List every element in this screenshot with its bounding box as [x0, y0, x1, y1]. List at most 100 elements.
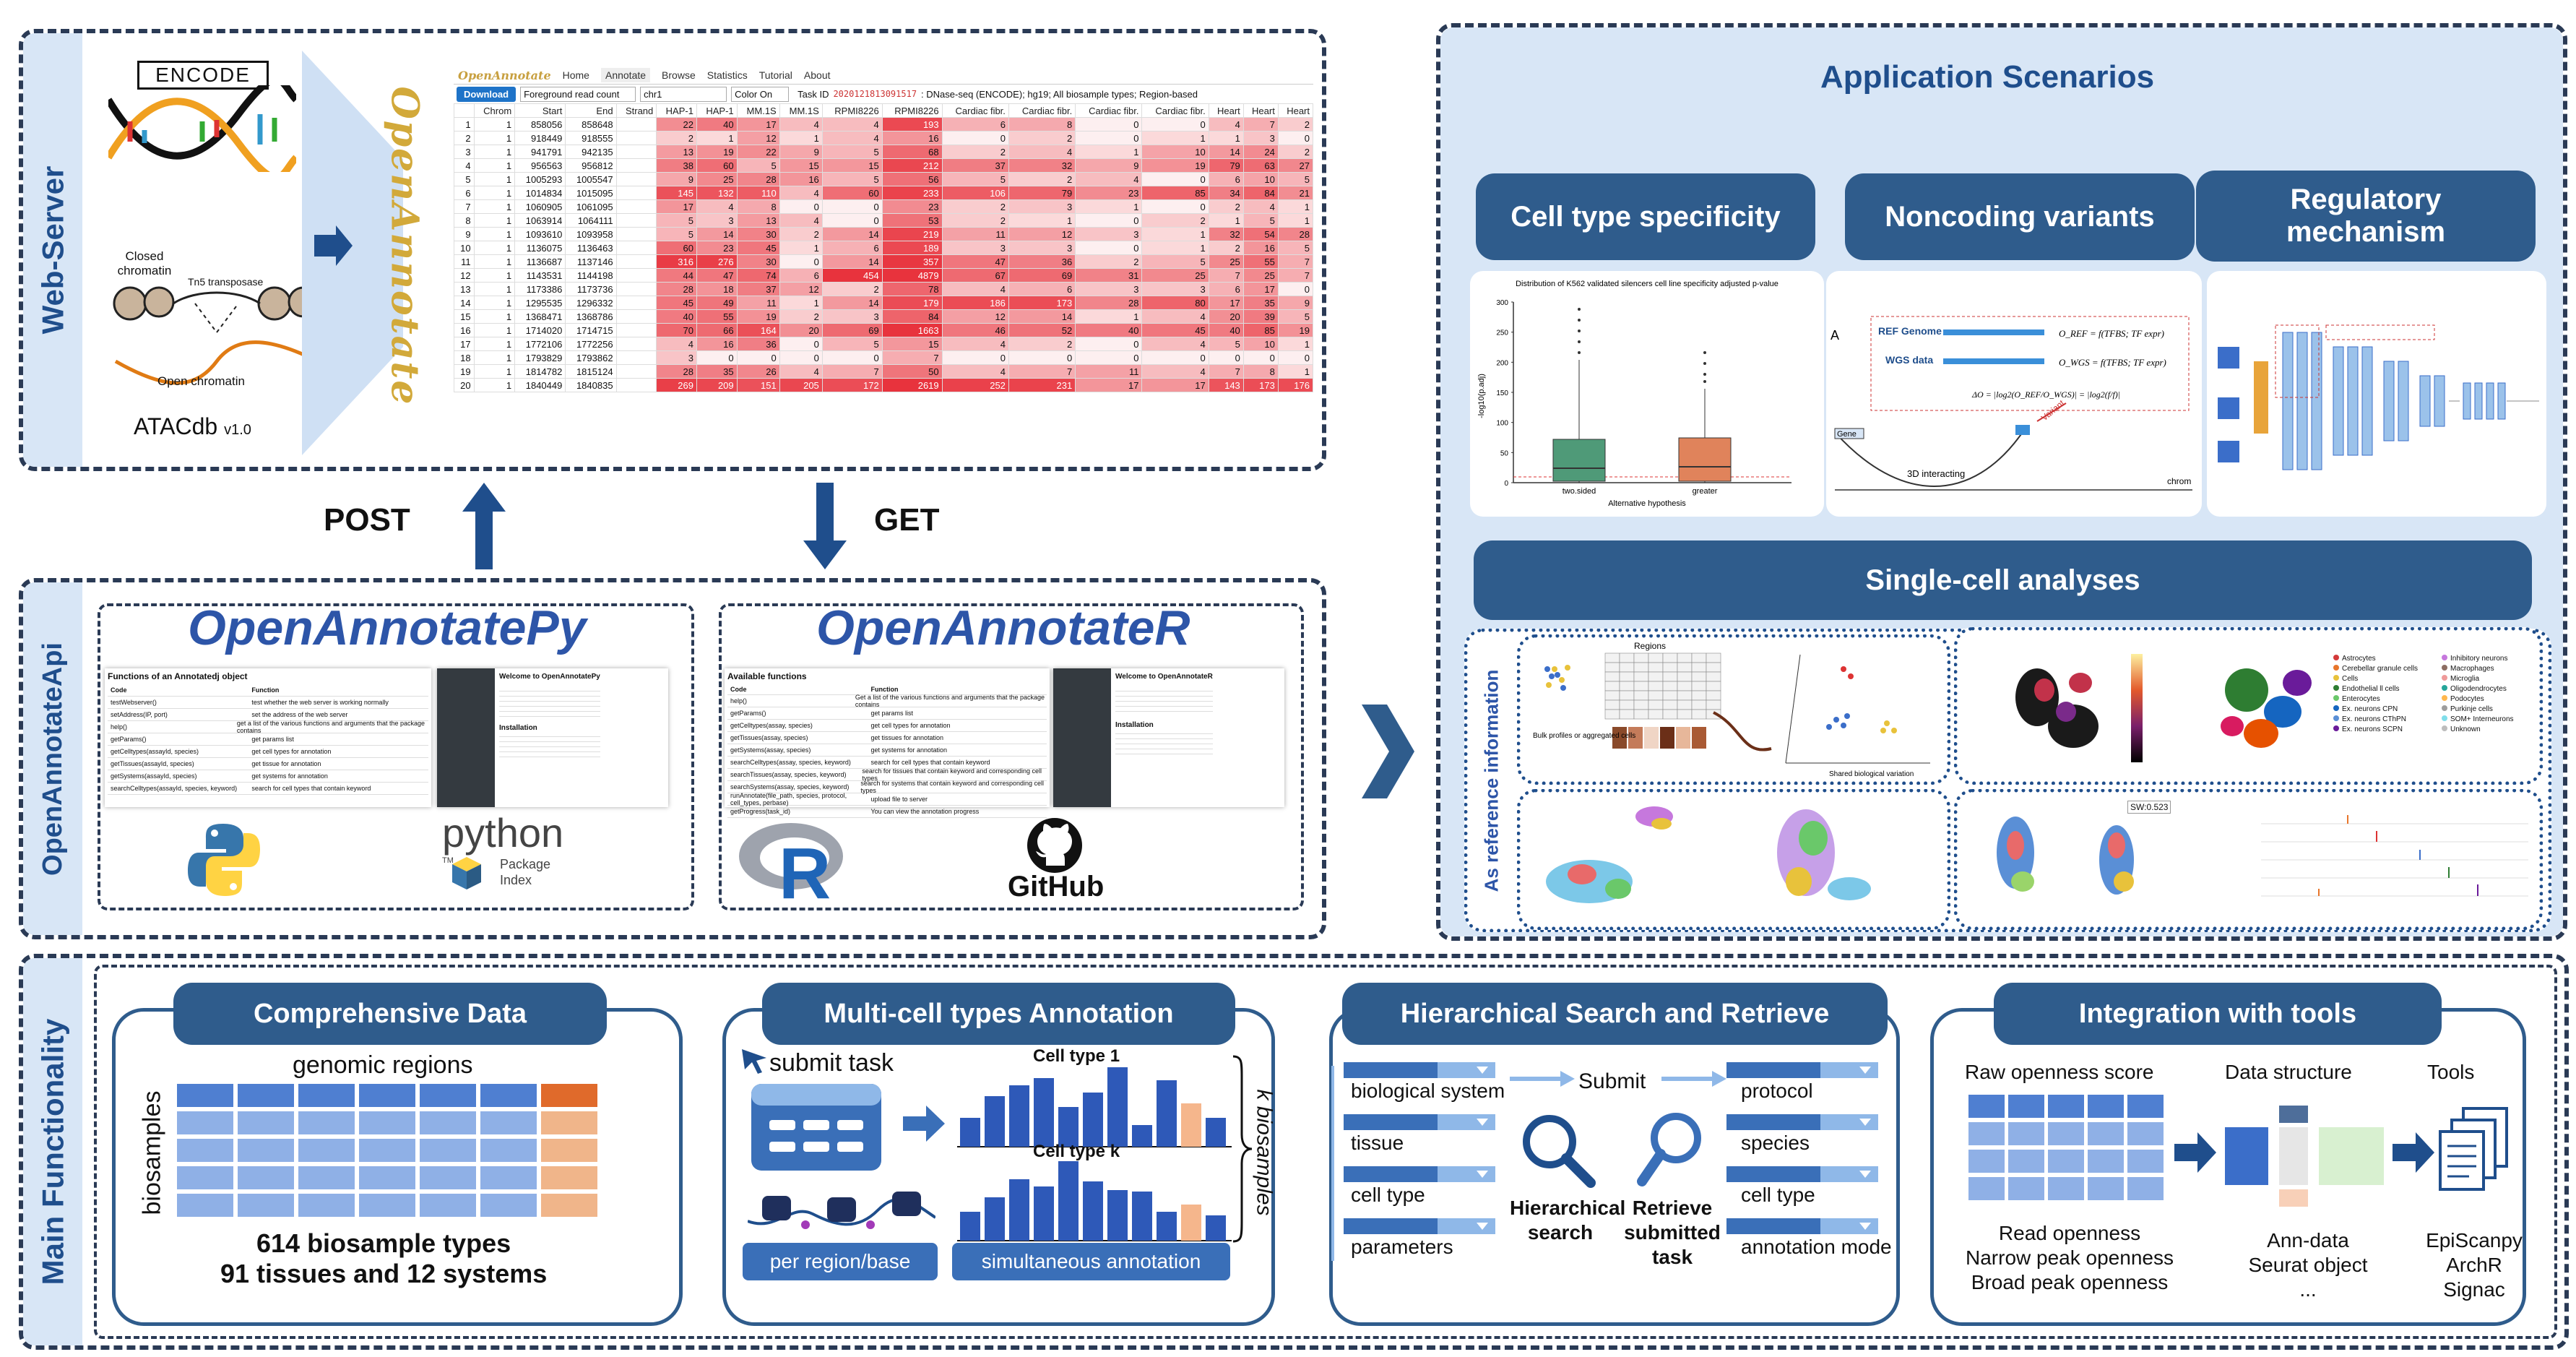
table-cell	[615, 199, 657, 214]
hier-right-select-bar[interactable]	[1726, 1062, 1878, 1078]
table-cell: 17	[656, 199, 697, 214]
table-cell: 28	[736, 172, 780, 186]
hier-left-select-bar[interactable]	[1344, 1062, 1495, 1078]
openness-type: Broad peak openness	[1971, 1271, 2169, 1293]
bar	[1107, 1190, 1128, 1241]
hier-right-select-bar[interactable]	[1726, 1218, 1878, 1234]
data-object: Seurat object	[2248, 1254, 2368, 1276]
web-col-13[interactable]: Cardiac fibr.	[1075, 103, 1143, 118]
table-cell: 9	[1277, 296, 1313, 310]
table-cell: 3	[1008, 241, 1076, 255]
nav-about[interactable]: About	[803, 69, 831, 81]
web-col-1[interactable]: Chrom	[473, 103, 516, 118]
table-cell: 60	[821, 186, 883, 200]
chrom-select[interactable]: chr1	[640, 86, 727, 102]
hier-left-select-bar[interactable]	[1344, 1218, 1495, 1234]
comp-grid-cell	[420, 1111, 476, 1134]
hier-left-select-bar[interactable]	[1344, 1166, 1495, 1182]
comp-grid-cell	[177, 1111, 233, 1134]
table-cell: 2	[1008, 131, 1076, 145]
sc-grid-cell	[1706, 671, 1721, 682]
sc-grid-cell	[1619, 681, 1635, 692]
post-label: POST	[324, 502, 410, 538]
table-cell: 3	[454, 145, 475, 159]
table-cell: 1137146	[565, 254, 617, 269]
web-col-0[interactable]	[454, 103, 475, 118]
hier-right-select-bar[interactable]	[1726, 1166, 1878, 1182]
web-col-4[interactable]: Strand	[615, 103, 657, 118]
gene-label: Gene	[1837, 430, 1857, 439]
color-select[interactable]: Color On	[731, 86, 790, 102]
r-func-desc: get tissues for annotation	[870, 734, 944, 741]
web-col-15[interactable]: Heart	[1208, 103, 1244, 118]
table-cell: 0	[941, 350, 1009, 365]
nav-statistics[interactable]: Statistics	[706, 69, 748, 81]
umap-colorbar	[2131, 654, 2143, 762]
table-cell: 0	[1277, 131, 1313, 145]
comp-line2: 91 tissues and 12 systems	[220, 1259, 548, 1288]
web-col-3[interactable]: End	[565, 103, 617, 118]
table-cell	[615, 268, 657, 283]
sc-shared-label: Shared biological variation	[1829, 770, 1914, 778]
web-col-10[interactable]: RPMI8226	[881, 103, 943, 118]
table-cell: 5	[821, 145, 883, 159]
download-button[interactable]: Download	[457, 86, 517, 102]
web-col-14[interactable]: Cardiac fibr.	[1141, 103, 1209, 118]
web-col-11[interactable]: Cardiac fibr.	[941, 103, 1009, 118]
nav-browse[interactable]: Browse	[662, 69, 696, 81]
sc-grid-cell	[1604, 662, 1620, 673]
web-col-5[interactable]: HAP-1	[656, 103, 697, 118]
web-col-7[interactable]: MM.1S	[736, 103, 780, 118]
table-cell: 1136463	[565, 241, 617, 255]
per-region-button[interactable]: per region/base	[743, 1243, 938, 1280]
bars-cell-type-1	[957, 1067, 1232, 1147]
legend-item: Microglia	[2442, 674, 2514, 684]
hier-right-select-bar[interactable]	[1726, 1114, 1878, 1130]
table-cell: 5	[1277, 241, 1313, 255]
boxplot-ytick: 250	[1496, 329, 1508, 337]
web-logo[interactable]: OpenAnnotate	[458, 68, 551, 82]
readcount-select[interactable]: Foreground read count	[520, 86, 636, 102]
legend-item: Inhibitory neurons	[2442, 654, 2514, 664]
svg-text:O_REF = f(TFBS; TF expr): O_REF = f(TFBS; TF expr)	[2059, 328, 2164, 339]
py-func-code: getParams()	[111, 736, 147, 743]
table-cell: 66	[696, 323, 738, 337]
simultaneous-button[interactable]: simultaneous annotation	[952, 1243, 1230, 1280]
table-cell: 34	[1208, 186, 1244, 200]
nav-home[interactable]: Home	[562, 69, 589, 81]
web-col-6[interactable]: HAP-1	[696, 103, 738, 118]
comp-grid-cell	[177, 1166, 233, 1189]
table-cell: 56	[881, 172, 943, 186]
legend-swatch	[2333, 715, 2339, 721]
web-col-16[interactable]: Heart	[1242, 103, 1279, 118]
hier-right-select-block	[1726, 1114, 1820, 1130]
bar	[985, 1096, 1005, 1147]
web-col-12[interactable]: Cardiac fibr.	[1008, 103, 1076, 118]
web-col-17[interactable]: Heart	[1277, 103, 1313, 118]
web-col-2[interactable]: Start	[514, 103, 566, 118]
atacdb-name: ATACdb	[134, 413, 218, 439]
hier-left-select-bar[interactable]	[1344, 1114, 1495, 1130]
web-col-8[interactable]: MM.1S	[779, 103, 823, 118]
sc-panel-3	[1517, 789, 1950, 930]
table-cell: 14	[1208, 145, 1244, 159]
retrieve-icon	[1637, 1113, 1701, 1186]
table-cell: 23	[881, 199, 943, 214]
table-cell: 4	[779, 117, 823, 132]
tool-name: EpiScanpy	[2426, 1229, 2523, 1252]
comp-grid-cell	[541, 1166, 597, 1189]
r-func-desc: You can view the annotation progress	[870, 808, 980, 815]
r-func-code: getSystems(assay, species)	[730, 746, 811, 754]
table-cell: 143	[1208, 378, 1244, 392]
table-cell: 37	[736, 282, 780, 296]
comp-grid	[177, 1084, 610, 1221]
table-cell: 4	[1141, 337, 1209, 351]
task-desc: : DNase-seq (ENCODE); hg19; All biosampl…	[921, 88, 1198, 100]
nav-annotate[interactable]: Annotate	[600, 68, 651, 82]
web-col-9[interactable]: RPMI8226	[821, 103, 883, 118]
table-cell: 1	[473, 323, 516, 337]
nav-tutorial[interactable]: Tutorial	[758, 69, 792, 81]
bar	[1083, 1093, 1103, 1147]
